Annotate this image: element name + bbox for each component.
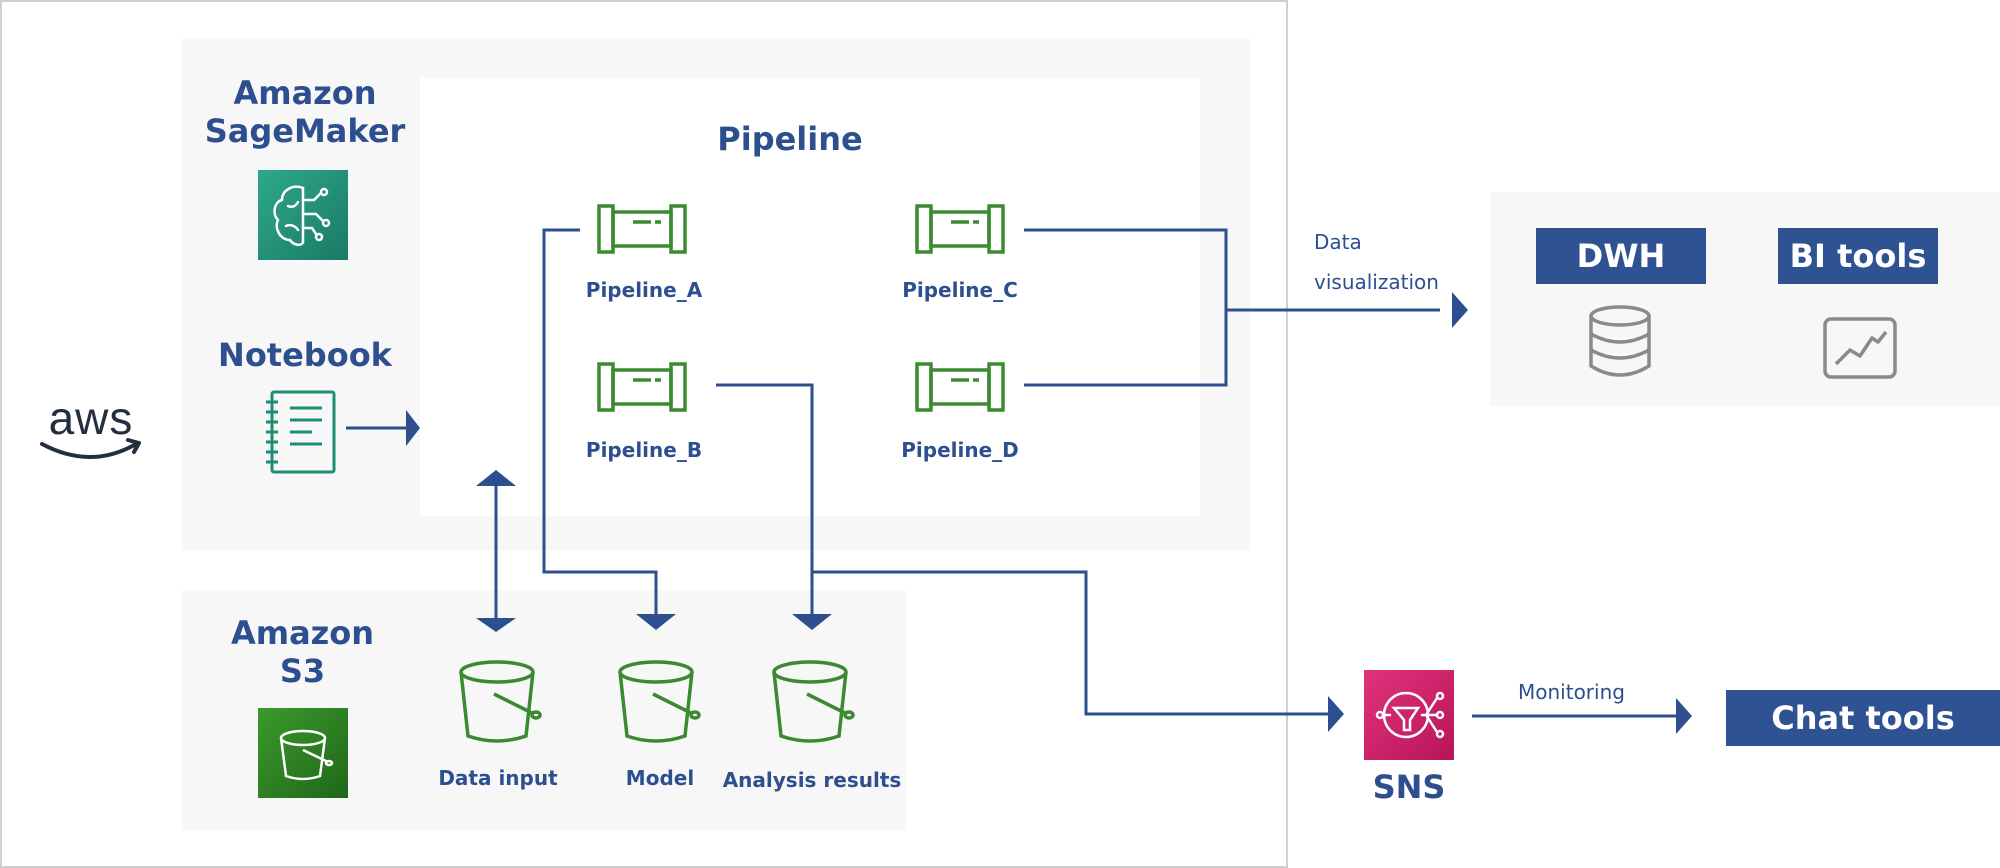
pipeline-d-label: Pipeline_D bbox=[901, 438, 1019, 462]
s3-title-line2: S3 bbox=[279, 652, 326, 691]
arrowhead-chat bbox=[1676, 698, 1692, 734]
s3-title: Amazon S3 bbox=[200, 614, 405, 691]
brain-circuit-icon bbox=[273, 185, 331, 246]
bucket-model-label: Model bbox=[625, 766, 695, 790]
pipeline-c-label: Pipeline_C bbox=[902, 278, 1018, 302]
chat-tools-box: Chat tools bbox=[1726, 690, 2000, 746]
sns-label: SNS bbox=[1372, 768, 1446, 806]
bucket-analysis-results-label: Analysis results bbox=[722, 768, 902, 792]
database-icon bbox=[1589, 305, 1651, 377]
bi-tools-box: BI tools bbox=[1778, 228, 1938, 284]
pipeline-a-label: Pipeline_A bbox=[585, 278, 703, 302]
bucket-model-icon bbox=[618, 660, 701, 743]
bucket-analysis-results-icon bbox=[772, 660, 855, 743]
sagemaker-title-line2: SageMaker bbox=[204, 112, 406, 151]
aws-smile-icon bbox=[40, 438, 141, 459]
analytics-group bbox=[1490, 192, 2000, 406]
aws-logo-text: aws bbox=[48, 392, 134, 444]
s3-icon bbox=[258, 708, 348, 798]
arrowhead-sns bbox=[1328, 696, 1344, 732]
monitoring-label: Monitoring bbox=[1518, 680, 1625, 704]
data-visualization-label-line1: Data bbox=[1314, 230, 1362, 254]
chart-line-icon bbox=[1823, 317, 1897, 379]
data-visualization-label-line2: visualization bbox=[1314, 270, 1439, 294]
bucket-icon bbox=[279, 729, 334, 781]
sagemaker-title-line1: Amazon bbox=[233, 74, 377, 112]
pipeline-b-label: Pipeline_B bbox=[585, 438, 703, 462]
data-visualization-label: Data visualization bbox=[1314, 222, 1439, 302]
sns-topic-icon bbox=[1375, 691, 1445, 739]
aws-logo: aws bbox=[36, 392, 146, 472]
pipeline-title: Pipeline bbox=[717, 120, 863, 158]
sns-icon bbox=[1364, 670, 1454, 760]
pipeline-icon-d bbox=[915, 362, 1005, 412]
sagemaker-icon bbox=[258, 170, 348, 260]
arrowhead-viz bbox=[1452, 292, 1468, 328]
bucket-data-input-icon bbox=[459, 660, 542, 743]
dwh-box: DWH bbox=[1536, 228, 1706, 284]
notebook-icon bbox=[266, 390, 336, 474]
s3-title-line1: Amazon bbox=[230, 614, 375, 652]
pipeline-icon-c bbox=[915, 204, 1005, 254]
sagemaker-title: Amazon SageMaker bbox=[200, 74, 410, 151]
pipeline-icon-b bbox=[597, 362, 687, 412]
aws-cloud-frame bbox=[0, 0, 1288, 868]
bucket-data-input-label: Data input bbox=[438, 766, 558, 790]
pipeline-icon-a bbox=[597, 204, 687, 254]
notebook-title: Notebook bbox=[218, 336, 392, 374]
